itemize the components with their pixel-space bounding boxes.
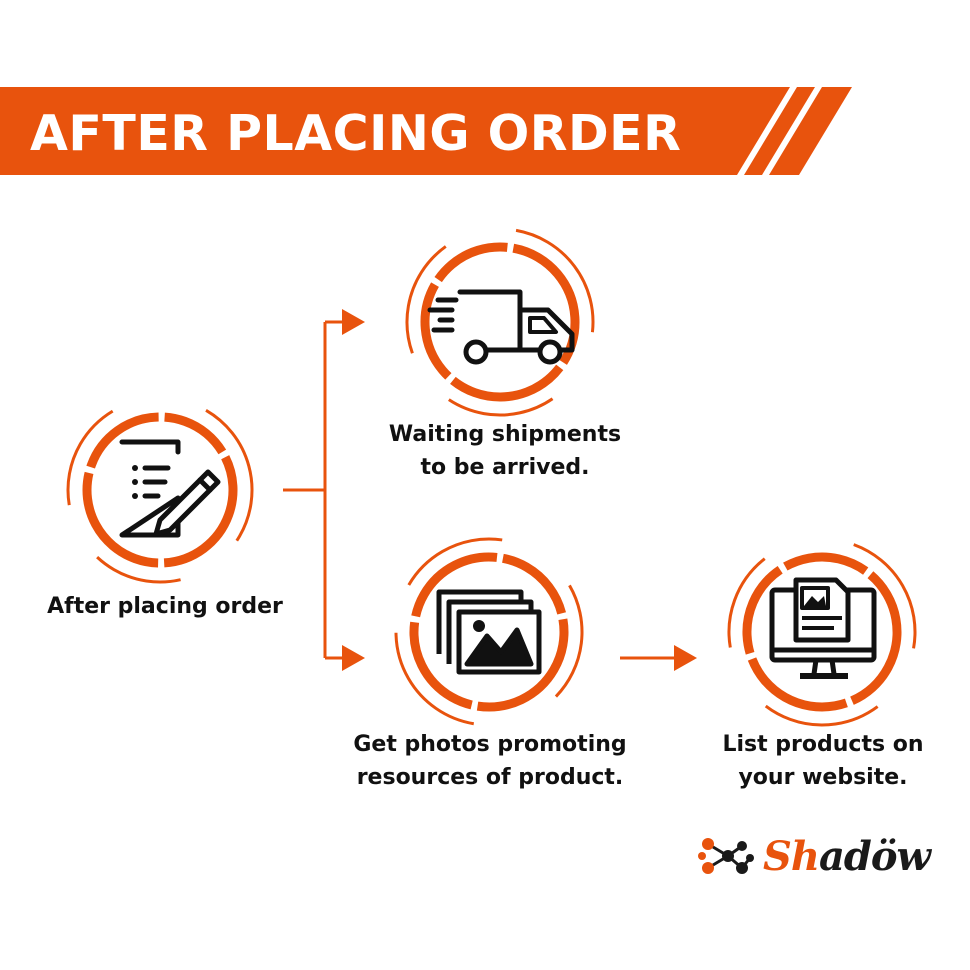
document-pencil-icon	[119, 439, 221, 538]
brand-part2: adöw	[818, 833, 931, 880]
order-circle	[66, 396, 254, 584]
banner-stripe-2	[769, 87, 852, 175]
banner-bar	[0, 87, 790, 175]
title-banner	[0, 87, 852, 175]
photo-gallery-icon	[436, 589, 542, 675]
website-step-label: List products on your website.	[680, 728, 966, 794]
molecule-icon	[698, 838, 754, 874]
shipment-step-label: Waiting shipments to be arrived.	[355, 418, 655, 484]
shipment-step-line1: Waiting shipments	[388, 422, 622, 447]
shipment-circle	[405, 227, 595, 417]
monitor-webpage-icon	[769, 577, 877, 679]
banner-stripe-1	[744, 87, 815, 175]
page-title: AFTER PLACING ORDER	[30, 105, 682, 162]
arrow-to-website	[674, 645, 697, 671]
website-step-line2: your website.	[738, 765, 908, 790]
website-step-line1: List products on	[722, 732, 924, 757]
connector-lines	[283, 320, 676, 660]
brand-logo: Shadöw	[763, 832, 931, 882]
delivery-truck-icon	[427, 289, 575, 365]
photos-step-label: Get photos promoting resources of produc…	[325, 728, 655, 794]
shipment-step-line2: to be arrived.	[420, 455, 590, 480]
brand-part1: Sh	[763, 833, 820, 880]
photos-step-line2: resources of product.	[356, 765, 624, 790]
order-step-text: After placing order	[47, 594, 283, 619]
arrow-to-shipment	[342, 309, 365, 335]
arrow-to-photos	[342, 645, 365, 671]
photos-step-line1: Get photos promoting	[353, 732, 627, 757]
order-step-label: After placing order	[0, 590, 330, 623]
